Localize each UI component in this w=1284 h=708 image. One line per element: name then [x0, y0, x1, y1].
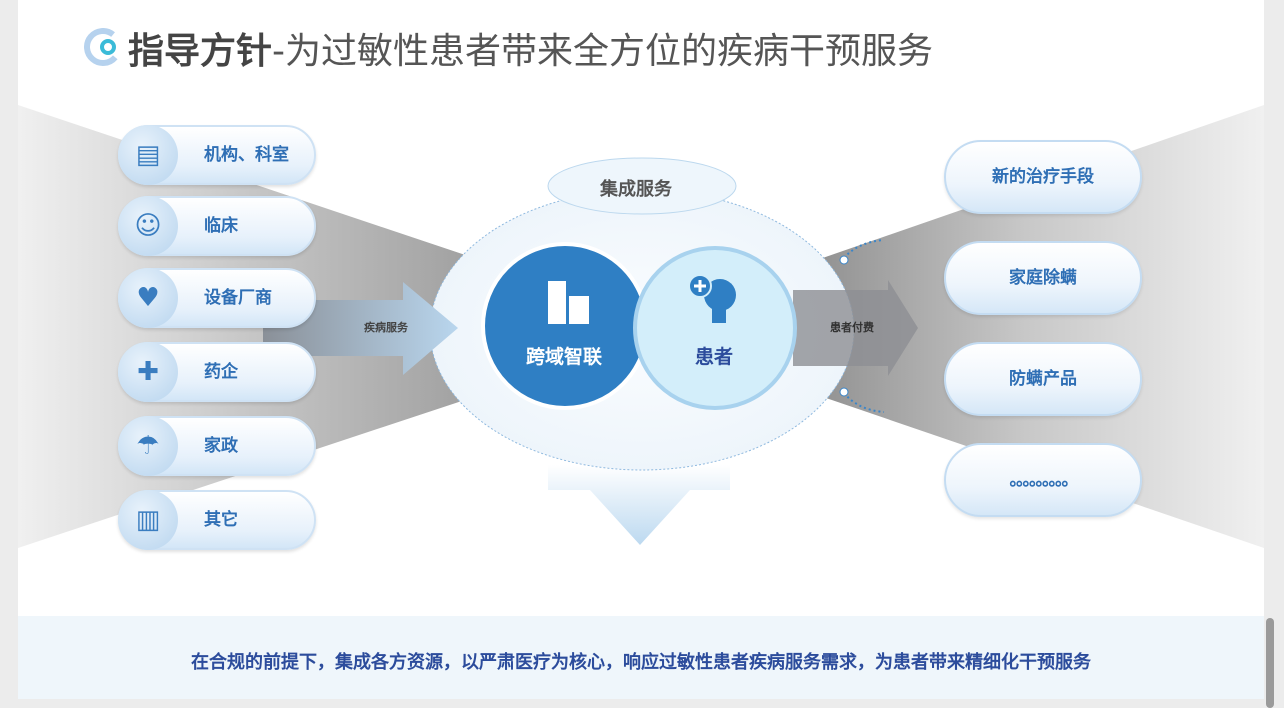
item-label: 药企 [204, 362, 238, 382]
left-item-pharma[interactable]: ✚ 药企 [118, 342, 316, 402]
scrollbar[interactable] [1266, 618, 1274, 708]
slide: 指导方针-为过敏性患者带来全方位的疾病干预服务 ▤ 机构、科室 ☺ 临床 ♥ 设备厂商… [18, 0, 1264, 699]
logo-icon [84, 28, 124, 72]
left-item-clinical[interactable]: ☺ 临床 [118, 196, 316, 256]
page-title: 指导方针-为过敏性患者带来全方位的疾病干预服务 [128, 22, 933, 74]
item-label: 机构、科室 [204, 145, 289, 165]
patient-head-icon [688, 274, 736, 323]
building-icon [548, 281, 589, 324]
box-icon: ▥ [118, 490, 178, 550]
right-item-new-treatment[interactable]: 新的治疗手段 [944, 140, 1142, 214]
item-label: 家政 [204, 436, 238, 456]
platform-label: 跨域智联 [526, 346, 603, 368]
left-item-other[interactable]: ▥ 其它 [118, 490, 316, 550]
integrated-service-ellipse [547, 157, 737, 215]
item-label: 其它 [204, 510, 238, 530]
left-item-housekeeping[interactable]: ☂ 家政 [118, 416, 316, 476]
right-item-home-mite-removal[interactable]: 家庭除螨 [944, 241, 1142, 315]
doctor-icon: ☺ [118, 196, 178, 256]
patient-label: 患者 [695, 346, 734, 368]
item-label: 设备厂商 [204, 288, 272, 308]
down-arrow [548, 465, 730, 545]
right-arrow-label: 患者付费 [830, 321, 874, 334]
left-item-device-maker[interactable]: ♥ 设备厂商 [118, 268, 316, 328]
right-flow-arrow [793, 280, 918, 376]
integrated-service-label: 集成服务 [600, 179, 672, 200]
medicine-kit-icon: ✚ [118, 342, 178, 402]
title-rest: -为过敏性患者带来全方位的疾病干预服务 [272, 31, 934, 72]
left-arrow-label: 疾病服务 [364, 321, 408, 334]
left-item-institution[interactable]: ▤ 机构、科室 [118, 125, 316, 185]
right-item-anti-mite-products[interactable]: 防螨产品 [944, 342, 1142, 416]
footer-text: 在合规的前提下，集成各方资源，以严肃医疗为核心，响应过敏性患者疾病服务需求，为患… [191, 652, 1091, 673]
patient-circle [633, 246, 797, 410]
housekeeping-icon: ☂ [118, 416, 178, 476]
item-label: 临床 [204, 216, 238, 236]
medical-device-icon: ♥ [118, 268, 178, 328]
hospital-bed-icon: ▤ [118, 125, 178, 185]
platform-circle [481, 242, 649, 410]
title-bold: 指导方针 [128, 31, 273, 72]
footer-band: 在合规的前提下，集成各方资源，以严肃医疗为核心，响应过敏性患者疾病服务需求，为患… [18, 616, 1264, 699]
right-item-more[interactable]: 。。。。。。。。。 [944, 443, 1142, 517]
